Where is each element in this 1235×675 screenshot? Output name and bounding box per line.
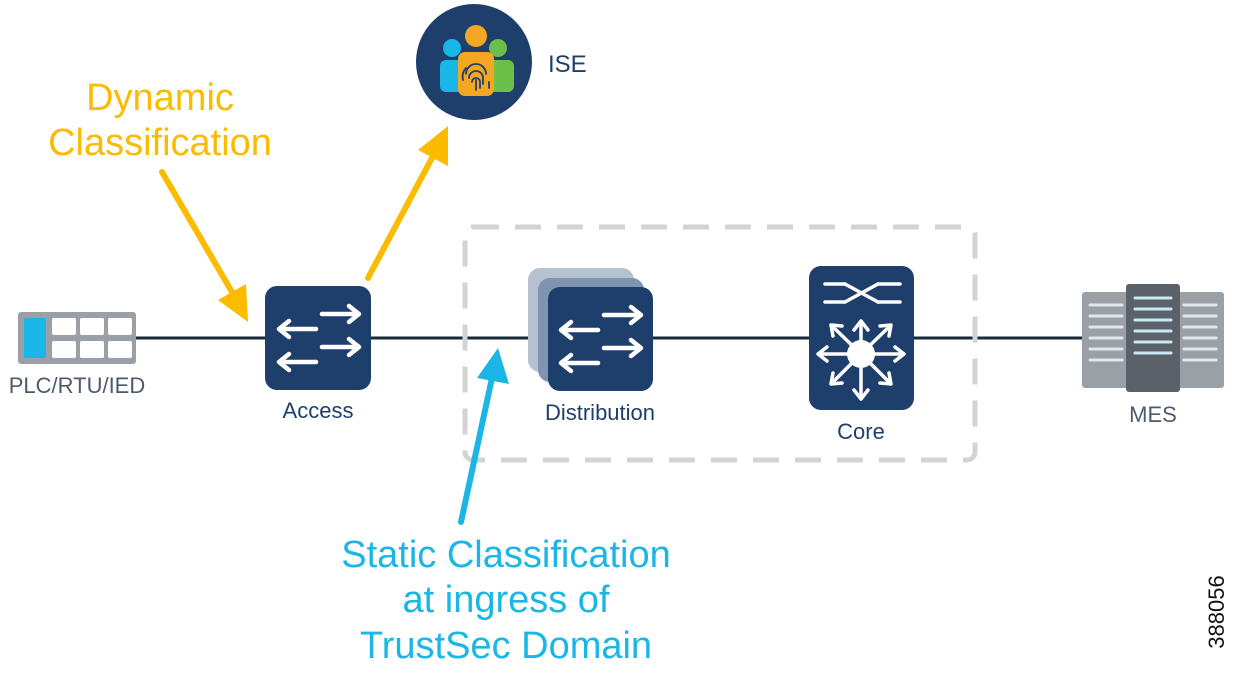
figure-id: 388056 xyxy=(1204,575,1229,648)
core-label: Core xyxy=(837,419,885,444)
static-classification-line1: Static Classification xyxy=(341,534,670,576)
plc-device-icon xyxy=(18,312,136,364)
static-classification-line3: TrustSec Domain xyxy=(360,625,652,667)
ise-identity-icon xyxy=(416,4,532,120)
dynamic-classification-line2: Classification xyxy=(48,122,272,164)
ise-label: ISE xyxy=(548,51,587,78)
trustsec-domain-boundary xyxy=(462,224,978,463)
distribution-switch-icon xyxy=(528,268,653,391)
dynamic-classification-line1: Dynamic xyxy=(86,77,234,119)
dynamic-arrow-to-access xyxy=(159,169,248,322)
plc-label: PLC/RTU/IED xyxy=(9,373,146,398)
core-switch-icon xyxy=(809,266,914,410)
static-arrow-to-distribution xyxy=(458,348,509,525)
access-switch-icon xyxy=(265,286,371,390)
dynamic-arrow-to-ise xyxy=(365,126,448,281)
distribution-label: Distribution xyxy=(545,400,655,425)
mes-label: MES xyxy=(1129,402,1177,427)
mes-server-icon xyxy=(1082,284,1224,392)
access-label: Access xyxy=(283,398,354,423)
static-classification-line2: at ingress of xyxy=(403,579,610,621)
